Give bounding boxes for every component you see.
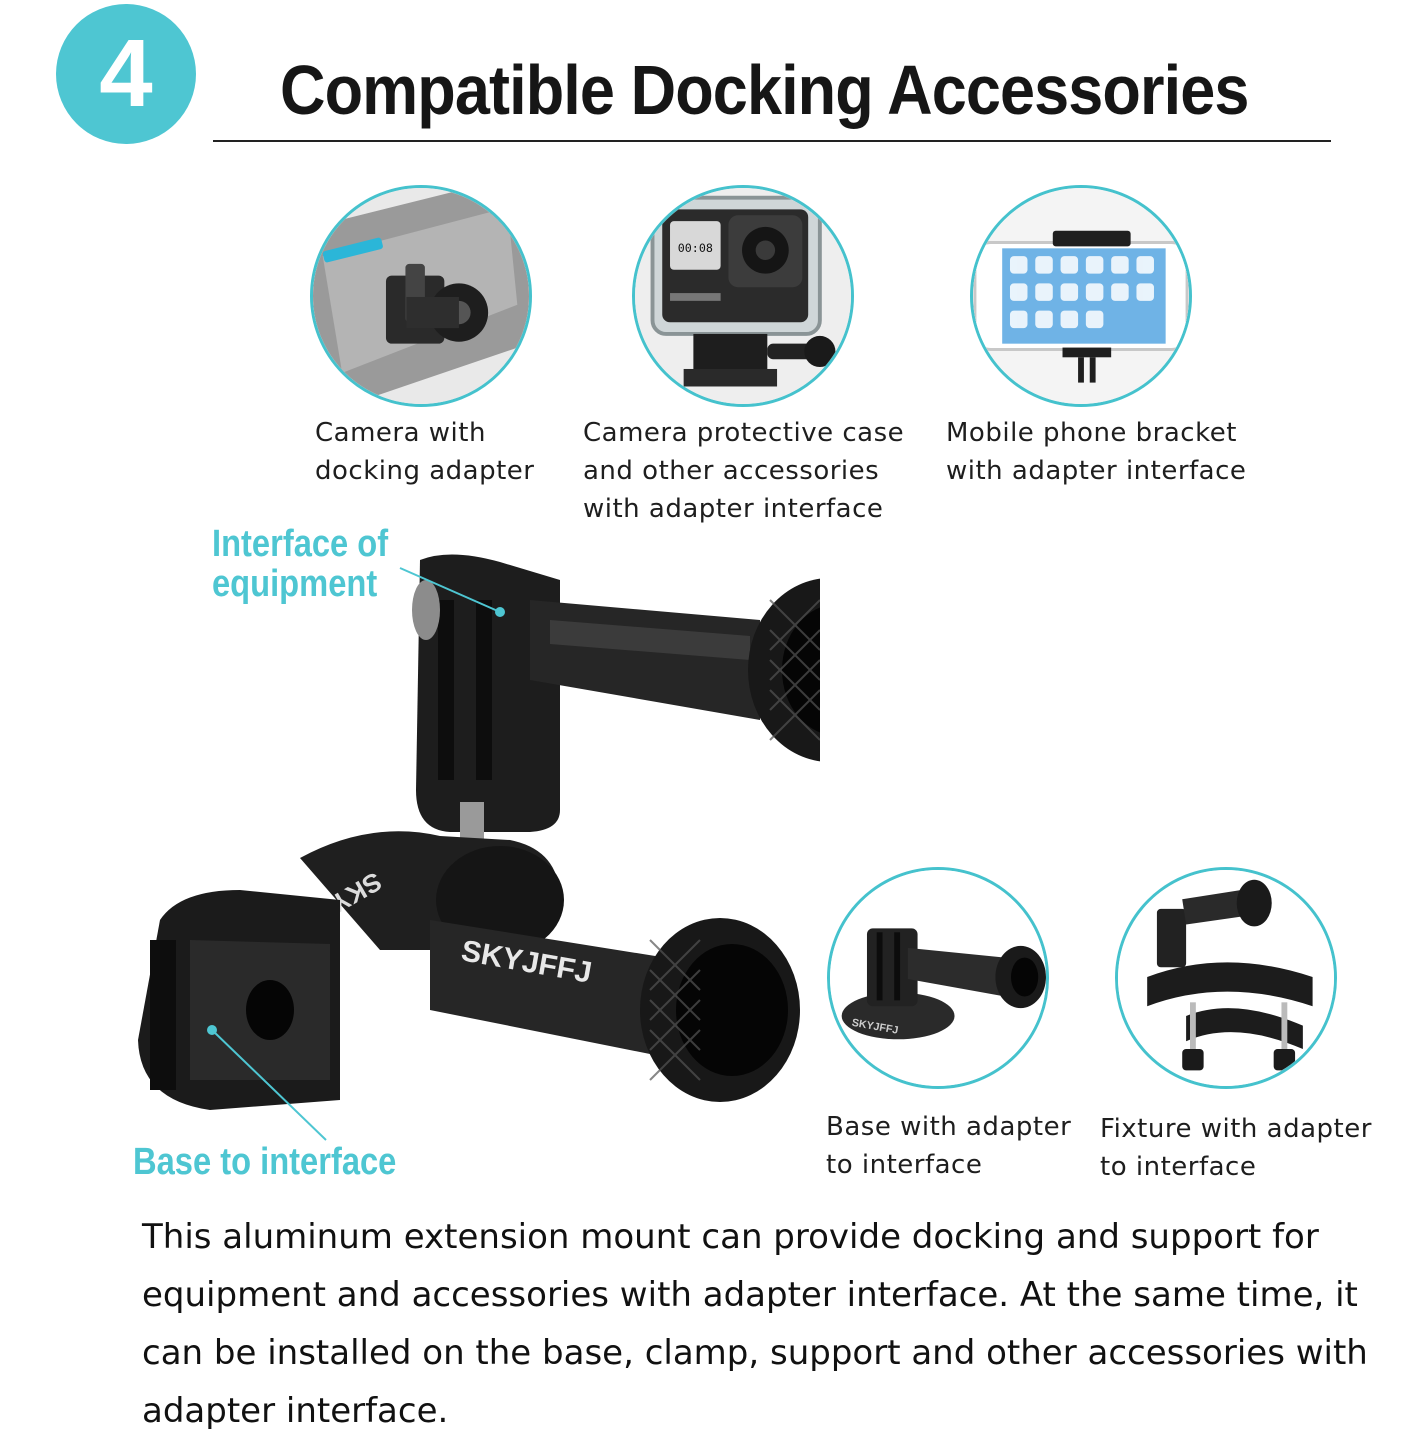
page-title: Compatible Docking Accessories: [280, 51, 1249, 129]
caption-protective-case: Camera protective case and other accesso…: [583, 414, 904, 528]
extension-mount-product-image: SKYJFFJ SKYJFFJ: [138, 554, 820, 1141]
caption-line: docking adapter: [315, 456, 535, 486]
caption-line: Camera protective case: [583, 418, 905, 448]
caption-line: with adapter interface: [583, 494, 884, 524]
callout-line: equipment: [212, 563, 378, 605]
callout-interface-of-equipment: Interface of equipment: [212, 524, 388, 604]
caption-line: Base with adapter: [826, 1112, 1072, 1142]
camera-protective-case-image: 00:08: [632, 185, 854, 407]
phone-bracket-image: [970, 185, 1192, 407]
caption-line: and other accessories: [583, 456, 880, 486]
caption-line: with adapter interface: [946, 456, 1247, 486]
caption-base-adapter: Base with adapter to interface: [826, 1108, 1071, 1184]
caption-line: Fixture with adapter: [1100, 1114, 1372, 1144]
camera-docking-adapter-image: [310, 185, 532, 407]
base-adapter-image: SKYJFFJ: [827, 867, 1049, 1089]
caption-camera-docking: Camera with docking adapter: [315, 414, 535, 490]
description-text: This aluminum extension mount can provid…: [142, 1217, 1368, 1431]
caption-phone-bracket: Mobile phone bracket with adapter interf…: [946, 414, 1246, 490]
title-divider: [213, 140, 1331, 142]
callout-line: Interface of: [212, 523, 389, 565]
camera-screen-text: 00:08: [678, 241, 713, 255]
fixture-clamp-image: [1115, 867, 1337, 1089]
caption-line: to interface: [1100, 1152, 1257, 1182]
caption-fixture-adapter: Fixture with adapter to interface: [1100, 1110, 1372, 1186]
callout-base-to-interface: Base to interface: [133, 1141, 397, 1183]
caption-line: Camera with: [315, 418, 486, 448]
step-number-badge: 4: [56, 4, 196, 144]
caption-line: Mobile phone bracket: [946, 418, 1237, 448]
caption-line: to interface: [826, 1150, 983, 1180]
